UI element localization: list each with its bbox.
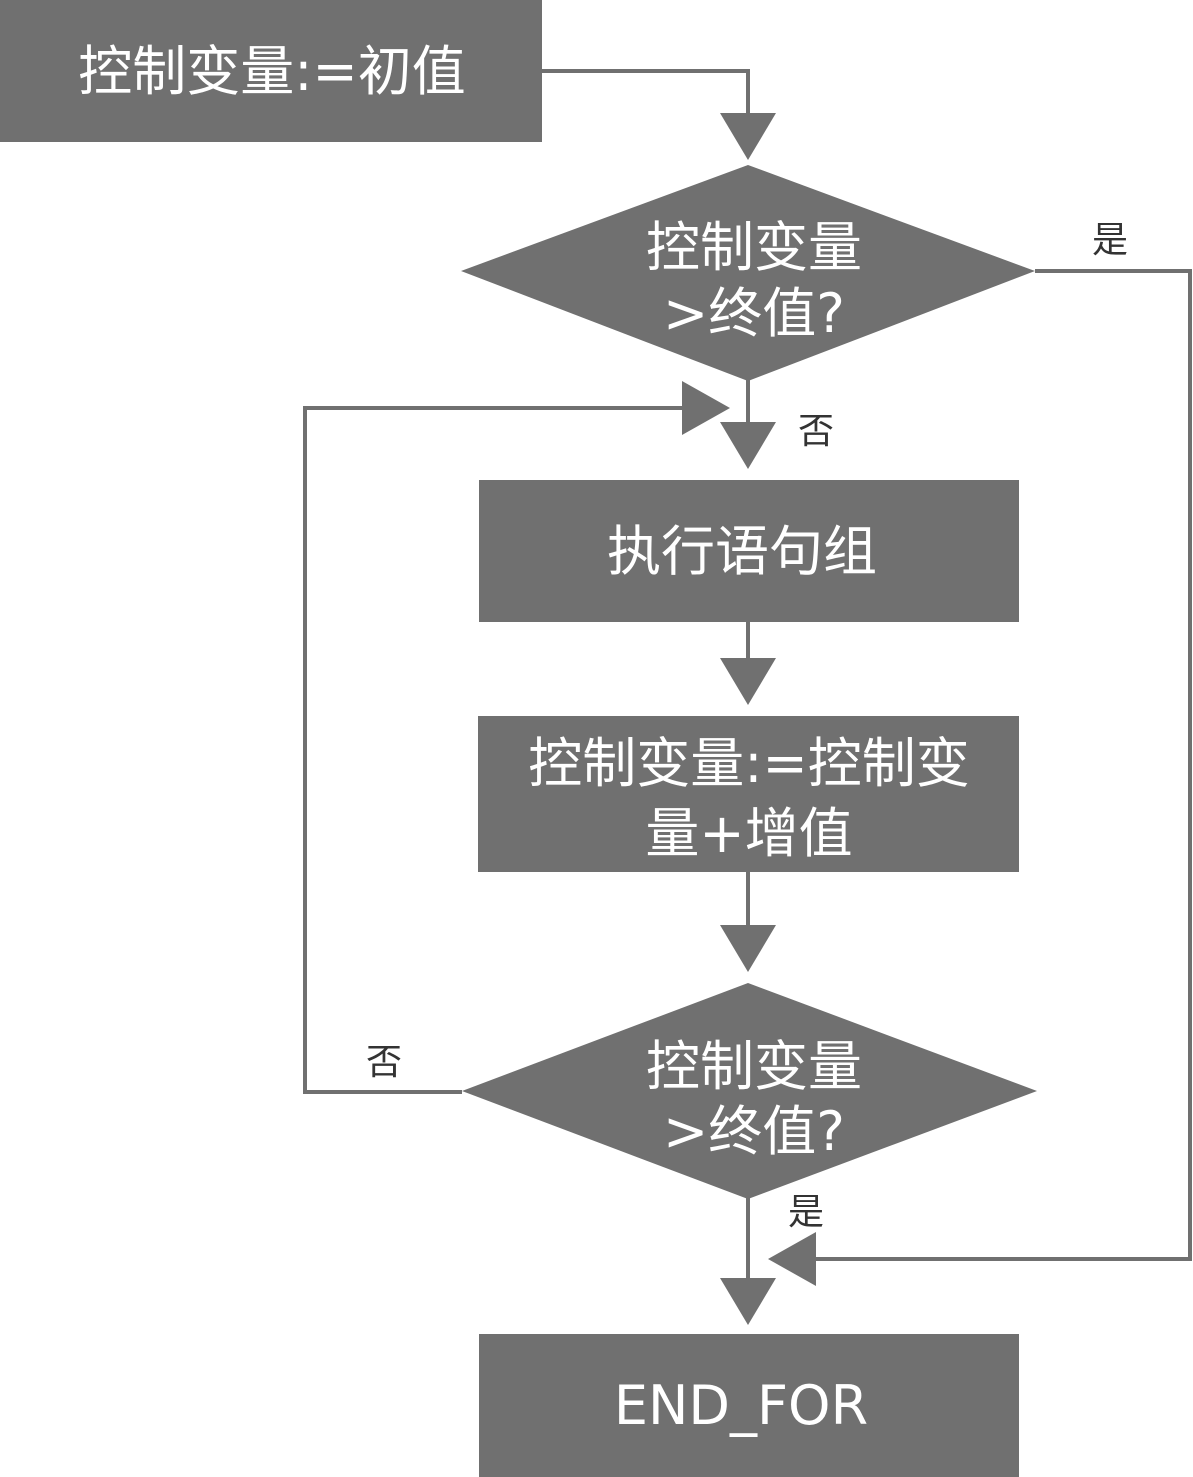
decision-check1: 控制变量 >终值? <box>461 165 1035 381</box>
label-check2-no: 否 <box>366 1042 402 1083</box>
decision-check1-line1: 控制变量 <box>646 216 862 279</box>
label-check1-no: 否 <box>798 411 834 452</box>
label-check2-yes: 是 <box>788 1192 824 1233</box>
arrowhead-body-to-increment <box>720 658 776 705</box>
body-box: 执行语句组 <box>479 480 1019 622</box>
increment-box-line2: 量+增值 <box>645 802 852 865</box>
init-box: 控制变量:=初值 <box>0 0 542 142</box>
end-box: END_FOR <box>479 1334 1019 1477</box>
arrowhead-init-to-check1 <box>720 113 776 160</box>
arrowhead-check1-yes-bypass <box>768 1232 816 1286</box>
init-box-label: 控制变量:=初值 <box>78 40 465 103</box>
decision-check2-line1: 控制变量 <box>646 1035 862 1098</box>
arrowhead-check1-to-body <box>720 422 776 469</box>
decision-check2: 控制变量 >终值? <box>462 983 1037 1199</box>
arrowhead-increment-to-check2 <box>720 925 776 972</box>
increment-box-line1: 控制变量:=控制变 <box>528 732 969 795</box>
body-box-label: 执行语句组 <box>607 520 877 583</box>
decision-check2-line2: >终值? <box>663 1100 845 1163</box>
arrowhead-check2-to-end <box>720 1278 776 1325</box>
edge-check2-no-loop <box>303 406 690 1094</box>
edge-check1-yes-bypass <box>810 269 1192 1261</box>
arrowhead-check2-no-loop <box>682 381 730 435</box>
label-check1-yes: 是 <box>1092 220 1128 261</box>
end-box-label: END_FOR <box>614 1374 868 1437</box>
decision-check1-line2: >终值? <box>663 282 845 345</box>
increment-box: 控制变量:=控制变 量+增值 <box>478 716 1019 872</box>
edge-init-to-check1 <box>542 69 750 120</box>
